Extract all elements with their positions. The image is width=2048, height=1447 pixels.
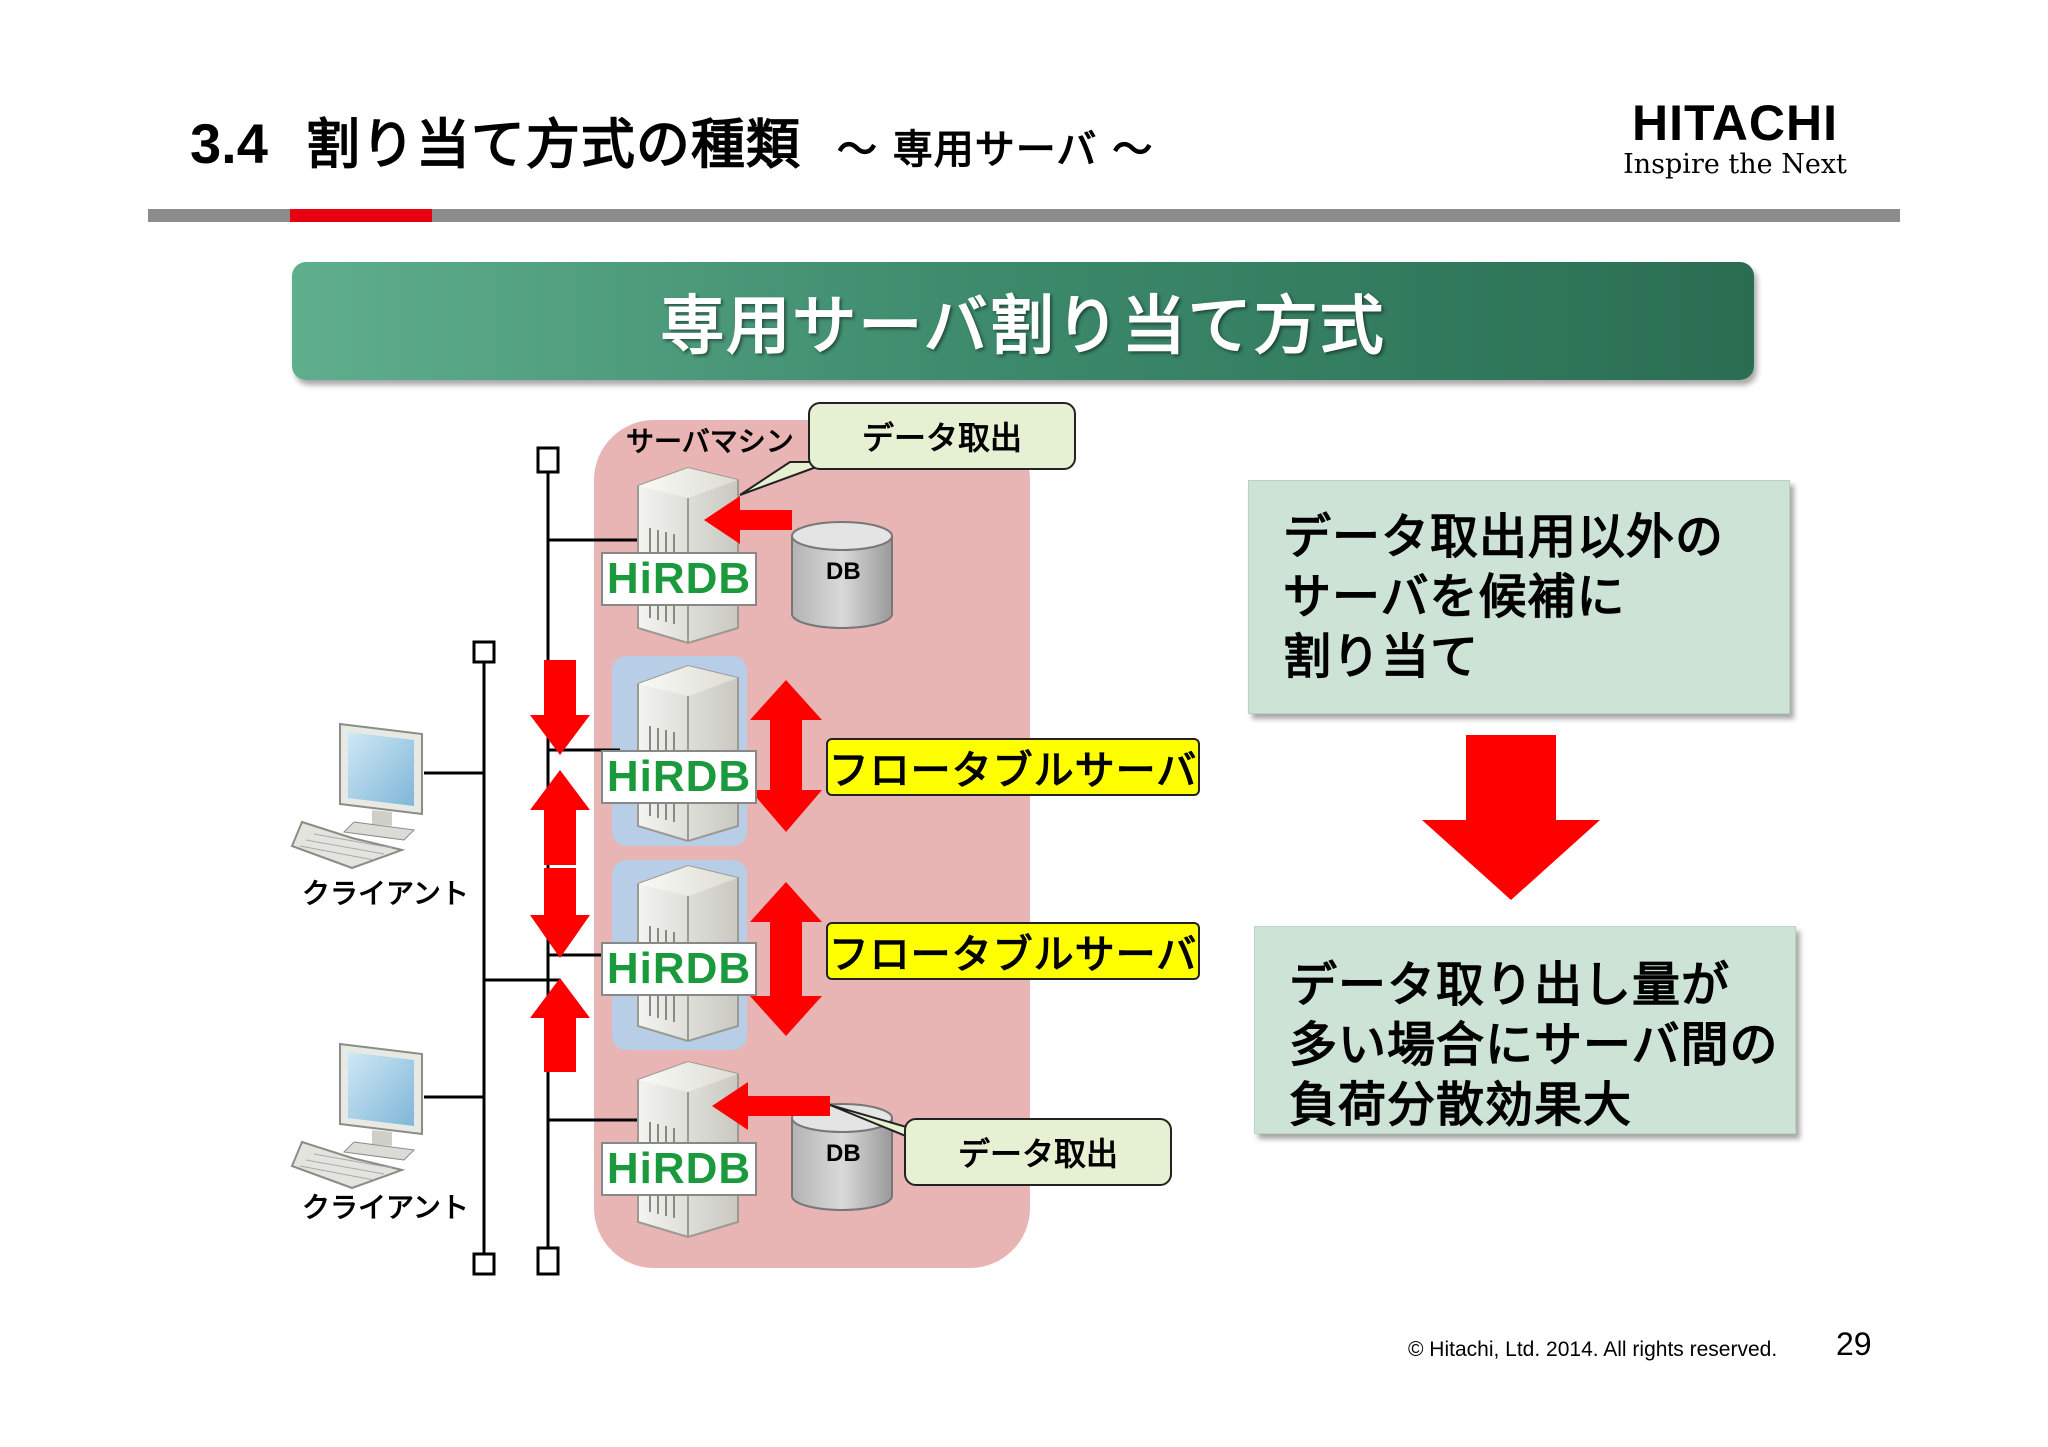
- data-fetch-callout: データ取出: [904, 1118, 1172, 1186]
- client-pc-icon: [290, 1042, 423, 1190]
- up-arrow: [530, 978, 590, 1072]
- float-double-arrow: [750, 882, 822, 1036]
- down-arrow: [530, 868, 590, 958]
- page-number: 29: [1836, 1326, 1872, 1362]
- float-double-arrow: [750, 680, 822, 832]
- title-text: 割り当て方式の種類: [305, 113, 801, 176]
- slide-title: 3.4 割り当て方式の種類 ～ 専用サーバ ～: [190, 100, 1153, 180]
- copyright-text: © Hitachi, Ltd. 2014. All rights reserve…: [1408, 1338, 1778, 1361]
- explanation-box-top: データ取出用以外の サーバを候補に 割り当て: [1248, 480, 1790, 714]
- section-number: 3.4: [190, 112, 268, 175]
- header-rule: [148, 209, 1900, 222]
- client-label: クライアント: [302, 877, 469, 910]
- data-fetch-arrow: [712, 1082, 830, 1130]
- explanation-text-bottom: データ取り出し量が 多い場合にサーバ間の 負荷分散効果大: [1289, 957, 1779, 1133]
- down-arrow: [530, 660, 590, 755]
- bus-terminators: [472, 446, 560, 1276]
- hitachi-logo: HITACHI Inspire the Next: [1590, 98, 1880, 180]
- client-label: クライアント: [302, 1191, 469, 1224]
- explanation-box-bottom: データ取り出し量が 多い場合にサーバ間の 負荷分散効果大: [1254, 926, 1796, 1134]
- hirdb-label: HiRDB: [601, 1142, 757, 1196]
- server-machine-label: サーバマシン: [626, 425, 794, 458]
- floatable-server-label: フロータブルサーバ: [826, 922, 1200, 980]
- section-banner: 専用サーバ割り当て方式: [292, 262, 1754, 380]
- data-fetch-arrow: [704, 496, 792, 544]
- explanation-text-top: データ取出用以外の サーバを候補に 割り当て: [1283, 509, 1725, 685]
- db-label: DB: [826, 1140, 861, 1167]
- hirdb-label: HiRDB: [601, 552, 757, 606]
- client-pc-icon: [290, 722, 423, 870]
- banner-title: 専用サーバ割り当て方式: [660, 290, 1386, 364]
- hirdb-label: HiRDB: [601, 942, 757, 996]
- db-label: DB: [826, 558, 861, 585]
- hirdb-label: HiRDB: [601, 750, 757, 804]
- result-down-arrow: [1422, 735, 1600, 900]
- title-subtitle: ～ 専用サーバ ～: [836, 127, 1154, 173]
- database-icon: [791, 521, 893, 629]
- up-arrow: [530, 770, 590, 865]
- floatable-server-label: フロータブルサーバ: [826, 738, 1200, 796]
- header-rule-accent: [290, 209, 432, 222]
- data-fetch-callout: データ取出: [808, 402, 1076, 470]
- logo-tagline: Inspire the Next: [1623, 149, 1847, 180]
- logo-brand: HITACHI: [1631, 95, 1839, 151]
